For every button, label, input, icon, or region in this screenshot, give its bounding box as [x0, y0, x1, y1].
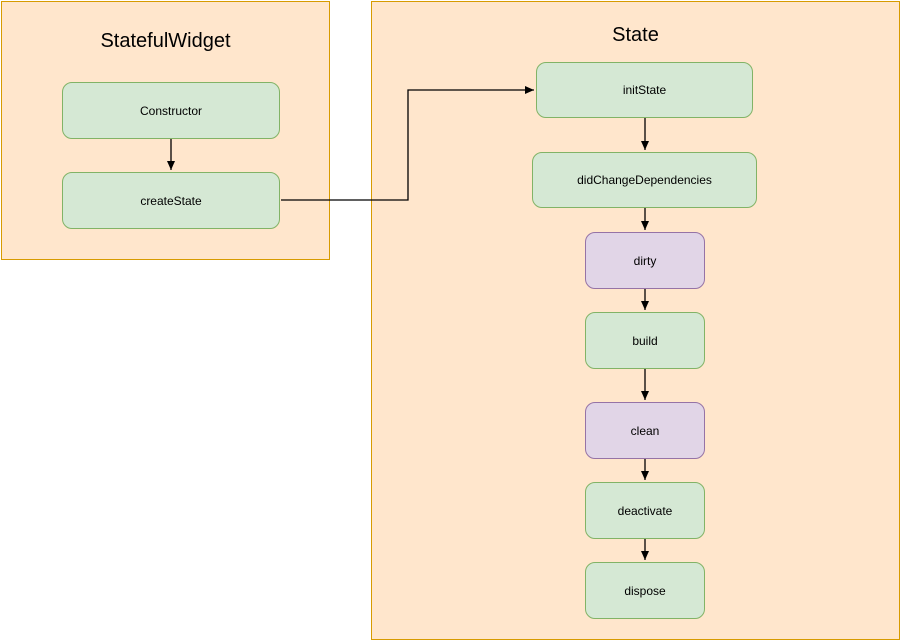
- node-build-label: build: [632, 333, 658, 348]
- node-deactivate: deactivate: [585, 482, 705, 539]
- node-dispose-label: dispose: [624, 583, 666, 598]
- node-createstate: createState: [62, 172, 280, 229]
- node-deactivate-label: deactivate: [617, 503, 673, 518]
- node-didchangedependencies-label: didChangeDependencies: [577, 173, 712, 187]
- node-didchangedependencies: didChangeDependencies: [532, 152, 757, 208]
- node-initstate: initState: [536, 62, 753, 118]
- node-constructor: Constructor: [62, 82, 280, 139]
- node-clean-label: clean: [630, 423, 660, 438]
- node-clean: clean: [585, 402, 705, 459]
- node-dispose: dispose: [585, 562, 705, 619]
- node-constructor-label: Constructor: [139, 103, 203, 118]
- node-dirty-label: dirty: [633, 253, 657, 268]
- node-dirty: dirty: [585, 232, 705, 289]
- node-createstate-label: createState: [140, 193, 202, 208]
- container-statefulwidget-title: StatefulWidget: [100, 30, 231, 52]
- node-build: build: [585, 312, 705, 369]
- container-state-title: State: [612, 24, 659, 46]
- node-initstate-label: initState: [622, 83, 667, 97]
